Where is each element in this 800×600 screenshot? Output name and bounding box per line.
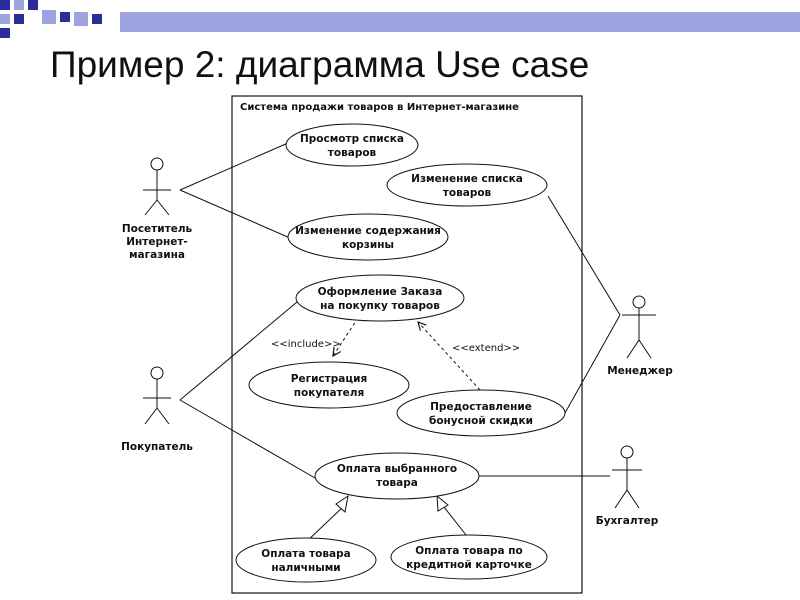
assoc-manager-bonus [564,314,621,414]
uc-place-order-label-2: на покупку товаров [320,300,440,312]
uc-edit-cart [287,213,449,261]
include-stereotype: <<include>> [271,339,341,350]
actor-buyer-label: Покупатель [121,441,193,453]
actor-manager-label: Менеджер [607,365,673,377]
decor-square [42,10,56,24]
slide-title: Пример 2: диаграмма Use case [50,44,590,85]
actor-accountant [612,445,642,509]
uc-edit-cart-label-2: корзины [342,239,394,251]
decor-square [28,0,38,10]
actor-head [150,366,164,380]
uc-edit-cart-label-1: Изменение содержания [295,225,441,237]
accent-bar [120,12,800,32]
decor-square [14,14,24,24]
corner-decoration [0,0,800,60]
extend-arrow [418,322,481,391]
uc-cash-payment [235,537,377,583]
actor-leg [144,199,158,216]
uc-cash-payment-label-1: Оплата товара [261,548,350,560]
actor-leg [626,339,640,359]
decor-square [14,0,24,10]
uc-bonus-discount-label-2: бонусной скидки [429,415,533,427]
actor-leg [614,489,628,509]
actor-leg [156,407,170,425]
actor-visitor-label-2: Интернет- [126,236,188,248]
assoc-buyer-order [179,301,298,401]
uc-edit-list [386,163,548,207]
uc-payment [314,452,480,500]
uc-card-payment-label-2: кредитной карточке [406,559,532,571]
uc-view-list [285,123,419,167]
actor-leg [156,199,170,216]
actor-leg [638,339,652,359]
decor-square [0,0,10,10]
assoc-visitor-view [179,142,289,191]
uc-view-list-label-1: Просмотр списка [300,133,404,145]
generalization-card [443,506,471,541]
dependencies [333,317,481,391]
associations [179,142,621,479]
generalizations [304,494,471,544]
actor-accountant-label: Бухгалтер [596,515,659,527]
actor-manager [622,295,656,359]
actor-visitor-label-3: магазина [129,249,185,261]
decor-square [74,12,88,26]
actor-visitor [143,157,171,216]
uc-registration-label-1: Регистрация [291,373,367,385]
generalization-cash-head [335,494,349,513]
decor-square [92,14,102,24]
actor-leg [626,489,640,509]
uc-view-list-label-2: товаров [328,147,377,159]
actor-visitor-label-1: Посетитель [122,223,193,235]
use-cases [235,123,566,583]
uc-card-payment-label-1: Оплата товара по [415,545,523,557]
generalization-cash [304,506,344,544]
uc-bonus-discount-label-1: Предоставление [430,401,532,413]
uc-place-order-label-1: Оформление Заказа [318,286,443,298]
actor-buyer [143,366,171,425]
actor-leg [144,407,158,425]
uc-payment-label-2: товара [376,477,418,489]
actor-head [620,445,634,459]
decor-square [0,28,10,38]
generalization-card-head [436,494,449,512]
actor-head [150,157,164,171]
include-arrow [333,317,359,356]
uc-card-payment [390,534,548,580]
system-label: Система продажи товаров в Интернет-магаз… [240,102,519,113]
system-boundary [231,95,583,594]
uc-payment-label-1: Оплата выбранного [337,463,457,475]
uc-registration [248,361,410,409]
actor-head [632,295,646,309]
uc-edit-list-label-2: товаров [443,187,492,199]
uc-cash-payment-label-2: наличными [271,562,340,574]
extend-stereotype: <<extend>> [452,343,520,354]
uc-registration-label-2: покупателя [294,387,364,399]
uc-bonus-discount [396,389,566,437]
assoc-visitor-cart [179,189,291,239]
decor-square [60,12,70,22]
assoc-buyer-payment [179,399,316,479]
uc-edit-list-label-1: Изменение списка [411,173,523,185]
decor-square [0,14,10,24]
uc-place-order [295,274,465,322]
assoc-manager-edit-list [547,195,621,316]
